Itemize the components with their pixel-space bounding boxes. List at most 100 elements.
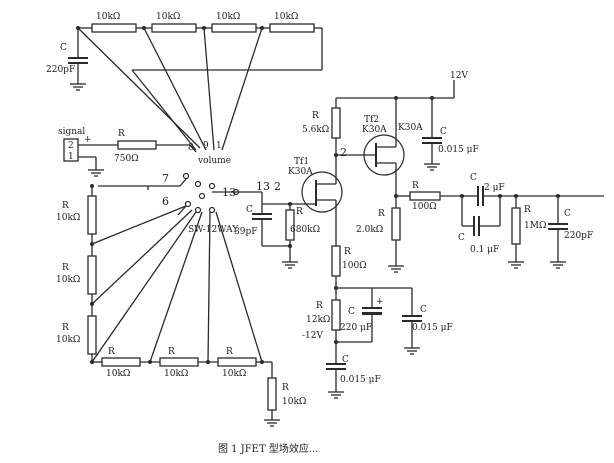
- output-stage: R 100Ω C 2 μF C 0.1 μF R 1MΩ: [396, 173, 604, 269]
- resistor-bottom-2: [159, 357, 199, 367]
- supply-neg: -12V: [302, 331, 323, 341]
- c-sw-value: 39pF: [234, 227, 257, 237]
- switch-line-2: SW-12WAY: [188, 225, 239, 235]
- switch-pin-1: 1: [216, 141, 222, 151]
- resistor-source-neg: [331, 299, 341, 331]
- c-pos-label: C: [440, 127, 447, 137]
- switch-line-1: volume: [197, 156, 231, 166]
- switch-pin-9: 9: [203, 141, 209, 151]
- left-resistor-ladder: R 10kΩ R 10kΩ R 10kΩ: [56, 184, 97, 364]
- resistor-source-tf1: [331, 245, 341, 277]
- tf1-name: Tf1: [294, 157, 309, 167]
- l-r1-label: R: [62, 201, 69, 211]
- ground-symbol: [70, 83, 86, 91]
- c-elec-value: 220 μF: [340, 323, 372, 333]
- resistor-bottom-1: [101, 357, 141, 367]
- tf1-type: K30A: [288, 167, 313, 177]
- top-r1-value: 10kΩ: [96, 12, 120, 22]
- node-2-b: 2: [340, 146, 347, 159]
- r-src2-label: R: [316, 301, 323, 311]
- r-in-label: R: [118, 129, 125, 139]
- switch-fan-top: [77, 27, 263, 151]
- r-gate-value: 680kΩ: [290, 225, 320, 235]
- resistor-top-1: [91, 23, 137, 33]
- signal-label: signal: [58, 127, 85, 137]
- c-elec-plus: +: [376, 297, 384, 307]
- signal-pin-1: 1: [68, 152, 74, 162]
- capacitor-c-top: C 220pF: [46, 28, 88, 91]
- r-src-tf2-label: R: [378, 209, 385, 219]
- supply-rail: 12V R 5.6kΩ 2: [302, 71, 468, 172]
- b-r1-label: R: [108, 347, 115, 357]
- top-r4-value: 10kΩ: [274, 12, 298, 22]
- c-neg-value: 0.015 μF: [340, 375, 381, 385]
- ground-symbol: [328, 391, 344, 399]
- resistor-input: [117, 140, 157, 150]
- ground-symbol: [264, 419, 280, 427]
- ground-symbol: [404, 347, 420, 355]
- r-src2-value: 12kΩ: [306, 315, 330, 325]
- switch-pin-7: 7: [162, 172, 169, 185]
- tf2-name: Tf2: [364, 115, 379, 125]
- b-r3-value: 10kΩ: [222, 369, 246, 379]
- r-drain1-value: 5.6kΩ: [302, 125, 329, 135]
- figure-caption: 图 1 JFET 型场效应...: [218, 442, 318, 455]
- c-elec-label: C: [348, 307, 355, 317]
- r-drain1-label: R: [312, 111, 319, 121]
- b-r3-label: R: [226, 347, 233, 357]
- b-r2-label: R: [168, 347, 175, 357]
- c-load-value: 220pF: [564, 231, 593, 241]
- b-r2-value: 10kΩ: [164, 369, 188, 379]
- c-byp-label: C: [420, 305, 427, 315]
- top-r2-value: 10kΩ: [156, 12, 180, 22]
- ground-symbol: [424, 163, 440, 171]
- resistor-top-4: [269, 23, 315, 33]
- ground-symbol: [508, 261, 524, 269]
- resistor-drain-tf1: [331, 107, 341, 139]
- node-13: 13: [256, 180, 270, 193]
- resistor-bottom-4: [267, 377, 277, 411]
- ground-symbol: [388, 265, 404, 273]
- b-r4-label: R: [282, 383, 289, 393]
- c-byp-value: 0.015 μF: [412, 323, 453, 333]
- c-out1-label: C: [470, 173, 477, 183]
- b-r1-value: 10kΩ: [106, 369, 130, 379]
- r-src1-value: 100Ω: [342, 261, 367, 271]
- r-in-value: 750Ω: [114, 154, 139, 164]
- supply-pos: 12V: [450, 71, 468, 81]
- resistor-left-2: [87, 255, 97, 295]
- c-out1-value: 2 μF: [484, 183, 505, 193]
- resistor-output: [409, 191, 441, 201]
- r-load-value: 1MΩ: [524, 221, 546, 231]
- signal-pin-2: 2: [68, 141, 74, 151]
- signal-input-connector: signal 2 1 + R 750Ω: [58, 127, 197, 177]
- tf2-type-large: K30A: [398, 123, 423, 133]
- ground-symbol: [282, 261, 298, 269]
- node-2-a: 2: [274, 180, 281, 193]
- l-r3-value: 10kΩ: [56, 335, 80, 345]
- r-src1-label: R: [344, 247, 351, 257]
- jfet-tf1: Tf1 K30A: [288, 157, 343, 214]
- c-sw-label: C: [246, 205, 253, 215]
- switch-pin-8: 8: [188, 143, 194, 153]
- c-top-label: C: [60, 43, 67, 53]
- l-r1-value: 10kΩ: [56, 213, 80, 223]
- bottom-resistor-chain: R 10kΩ R 10kΩ R 10kΩ R 10kΩ: [92, 347, 306, 427]
- resistor-left-3: [87, 315, 97, 355]
- c-top-value: 220pF: [46, 65, 75, 75]
- r-out-value: 100Ω: [412, 202, 437, 212]
- capacitor-c-pos: C 0.015 μF: [422, 98, 479, 171]
- l-r2-value: 10kΩ: [56, 275, 80, 285]
- resistor-source-tf2: [391, 207, 401, 241]
- signal-plus: +: [84, 135, 92, 145]
- resistor-left-1: [87, 195, 97, 235]
- c-out2-value: 0.1 μF: [470, 245, 499, 255]
- switch-fan-bottom: [91, 205, 263, 363]
- switch-pin-6: 6: [162, 195, 169, 208]
- ground-symbol: [88, 169, 104, 177]
- r-gate-label: R: [296, 207, 303, 217]
- top-r3-value: 10kΩ: [216, 12, 240, 22]
- rotary-switch: volume SW-12WAY 8 9 1 7 6 13: [98, 141, 239, 235]
- gate-network: 13 2 C 39pF R 680kΩ: [234, 180, 320, 269]
